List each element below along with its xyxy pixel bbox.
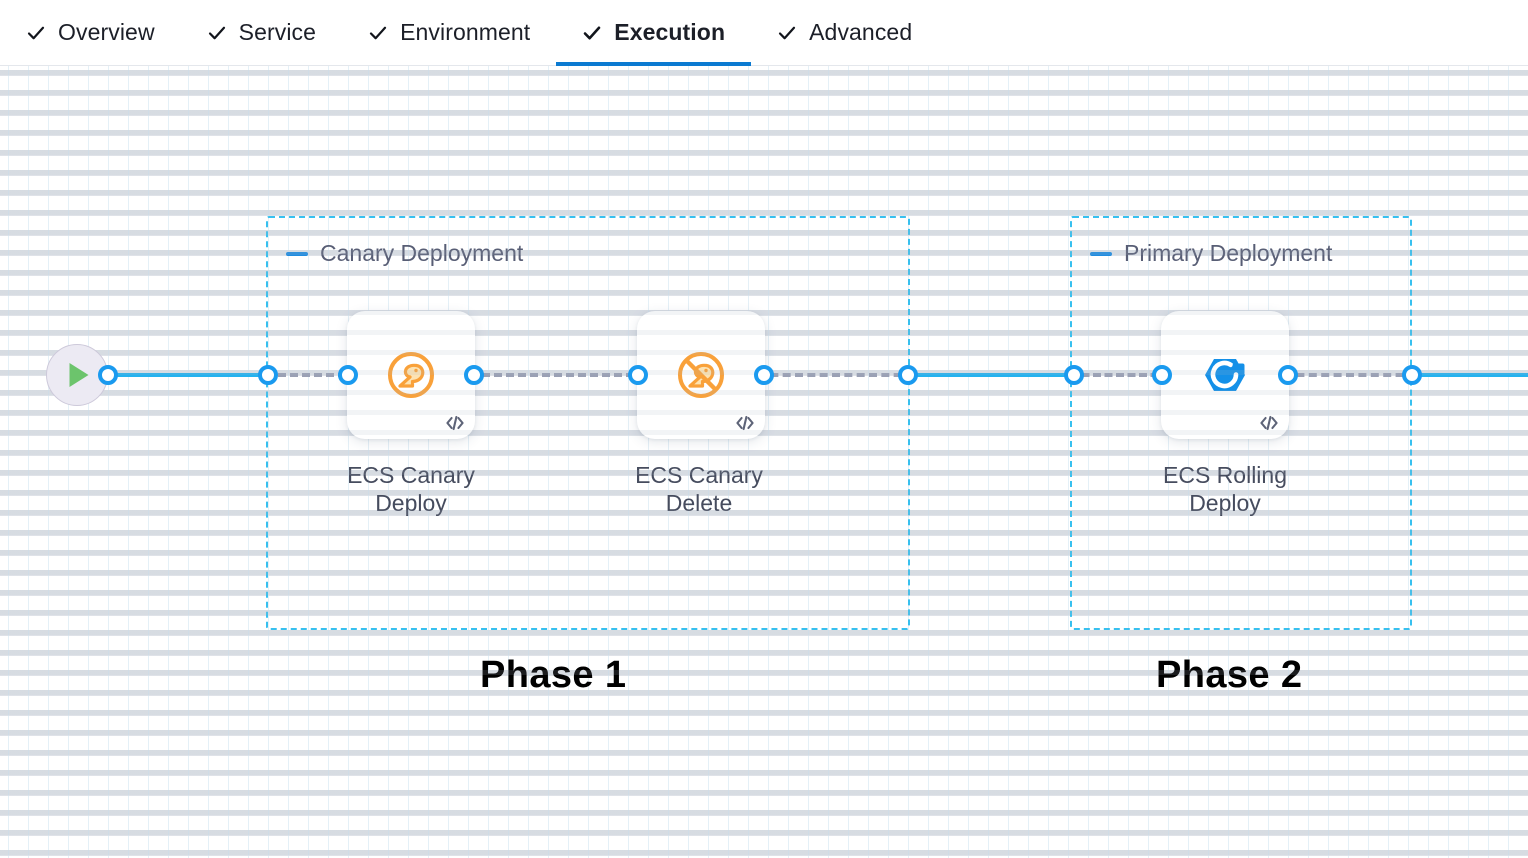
tab-service[interactable]: Service	[181, 0, 342, 66]
group-header: Canary Deployment	[286, 240, 523, 267]
code-icon[interactable]	[734, 413, 756, 433]
group-header: Primary Deployment	[1090, 240, 1332, 267]
check-icon	[777, 23, 797, 43]
phase-label-1: Phase 1	[480, 654, 627, 696]
pipeline-canvas[interactable]: Canary Deployment Primary Deployment	[0, 66, 1528, 858]
canary-bird-delete-icon	[673, 347, 729, 403]
port-canary-group-input[interactable]	[258, 365, 278, 385]
tab-overview[interactable]: Overview	[0, 0, 181, 66]
check-icon	[207, 23, 227, 43]
stage-tab-bar: Overview Service Environment Execution A…	[0, 0, 1528, 66]
port-start-output[interactable]	[98, 365, 118, 385]
port-canary-delete-input[interactable]	[628, 365, 648, 385]
group-canary-deployment[interactable]: Canary Deployment	[266, 216, 910, 630]
check-icon	[26, 23, 46, 43]
node-ecs-canary-delete[interactable]	[637, 311, 765, 439]
rolling-deploy-icon	[1197, 347, 1253, 403]
check-icon	[368, 23, 388, 43]
node-label-ecs-canary-deploy: ECS Canary Deploy	[347, 462, 475, 517]
group-title: Canary Deployment	[320, 240, 524, 266]
node-label-ecs-rolling-deploy: ECS Rolling Deploy	[1163, 462, 1287, 517]
edge-start-to-canary-group[interactable]	[108, 373, 276, 377]
tab-execution[interactable]: Execution	[556, 0, 751, 66]
node-ecs-canary-deploy[interactable]	[347, 311, 475, 439]
port-rolling-deploy-input[interactable]	[1152, 365, 1172, 385]
code-icon[interactable]	[1258, 413, 1280, 433]
minus-icon[interactable]	[1090, 251, 1112, 256]
edge-canary-group-to-primary-group[interactable]	[906, 373, 1080, 377]
edge-primary-group-to-end[interactable]	[1410, 373, 1528, 377]
group-primary-deployment[interactable]: Primary Deployment	[1070, 216, 1412, 630]
edge-group-entry-to-rolling[interactable]	[1070, 373, 1170, 377]
canary-bird-icon	[383, 347, 439, 403]
tab-advanced[interactable]: Advanced	[751, 0, 938, 66]
port-canary-delete-output[interactable]	[754, 365, 774, 385]
check-icon	[582, 23, 602, 43]
tab-label: Environment	[400, 19, 531, 45]
port-canary-deploy-input[interactable]	[338, 365, 358, 385]
group-title: Primary Deployment	[1124, 240, 1333, 266]
port-rolling-deploy-output[interactable]	[1278, 365, 1298, 385]
tab-label: Execution	[614, 19, 726, 45]
code-icon[interactable]	[444, 413, 466, 433]
node-ecs-rolling-deploy[interactable]	[1161, 311, 1289, 439]
port-primary-group-output[interactable]	[1402, 365, 1422, 385]
port-canary-deploy-output[interactable]	[464, 365, 484, 385]
port-primary-group-input[interactable]	[1064, 365, 1084, 385]
port-canary-group-output[interactable]	[898, 365, 918, 385]
phase-label-2: Phase 2	[1156, 654, 1303, 696]
edge-group-entry-to-deploy[interactable]	[266, 373, 358, 377]
edge-delete-to-group-exit[interactable]	[758, 373, 914, 377]
edge-rolling-to-group-exit[interactable]	[1284, 373, 1416, 377]
play-icon	[69, 363, 89, 387]
tab-label: Advanced	[809, 19, 913, 45]
tab-label: Service	[238, 19, 317, 45]
node-label-ecs-canary-delete: ECS Canary Delete	[635, 462, 763, 517]
tab-label: Overview	[58, 19, 155, 45]
minus-icon[interactable]	[286, 251, 308, 256]
tab-environment[interactable]: Environment	[342, 0, 556, 66]
edge-deploy-to-delete[interactable]	[470, 373, 646, 377]
